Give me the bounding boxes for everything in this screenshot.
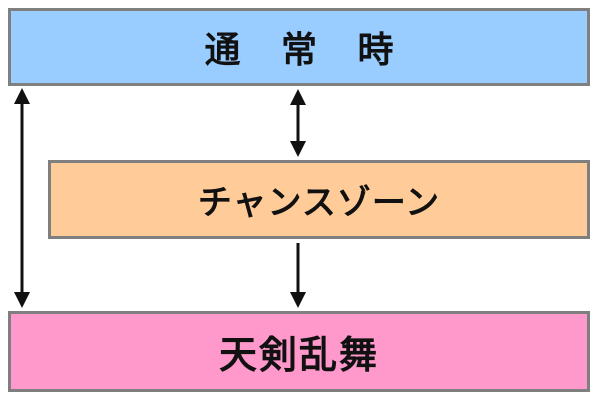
state-chance-zone-box: チャンスゾーン <box>48 160 590 239</box>
arrow-normal-to-tenken-bidirectional <box>14 88 30 308</box>
state-tenken-ranbu-box: 天剣乱舞 <box>8 311 590 392</box>
arrow-chance-to-tenken <box>290 243 306 308</box>
arrow-normal-to-chance-bidirectional <box>290 89 306 157</box>
state-chance-zone-label: チャンスゾーン <box>197 183 441 223</box>
state-tenken-ranbu-label: 天剣乱舞 <box>218 333 379 377</box>
state-normal-box: 通 常 時 <box>8 8 590 86</box>
state-normal-label: 通 常 時 <box>204 30 408 71</box>
